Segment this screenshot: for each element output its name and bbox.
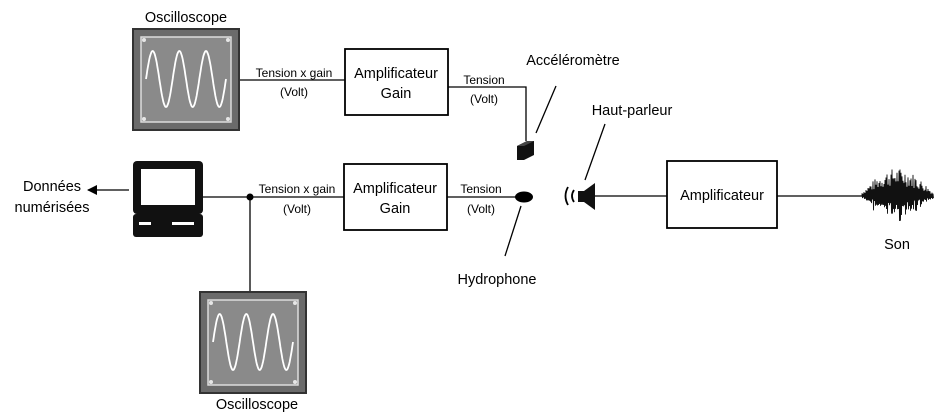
- oscilloscope-bottom: Oscilloscope: [199, 291, 307, 412]
- computer-icon: [133, 161, 203, 237]
- amplifier-gain-top-box: [344, 48, 449, 116]
- tension-bottom-line1: Tension: [460, 182, 501, 196]
- digitized-data-line2: numérisées: [15, 200, 90, 216]
- tension-bottom-line2: (Volt): [467, 202, 495, 216]
- tension-gain-bottom-line1: Tension x gain: [259, 182, 336, 196]
- amplifier: Amplificateur: [666, 160, 778, 229]
- tension-gain-top-line1: Tension x gain: [256, 66, 333, 80]
- oscilloscope-icon: [199, 291, 307, 394]
- amplifier-label: Amplificateur: [680, 188, 764, 204]
- loudspeaker-label: Haut-parleur: [592, 103, 673, 119]
- accelerometer-label: Accéléromètre: [526, 53, 619, 69]
- amplifier-box: [666, 160, 778, 229]
- tension-top-line1: Tension: [463, 73, 504, 87]
- amplifier-gain-top: Amplificateur Gain: [344, 48, 449, 116]
- oscilloscope-bottom-label: Oscilloscope: [216, 397, 298, 412]
- hydrophone-label: Hydrophone: [458, 272, 537, 288]
- wire-amp-accelerometer: [448, 86, 527, 141]
- oscilloscope-top-label: Oscilloscope: [145, 10, 227, 26]
- tension-gain-bottom-line2: (Volt): [283, 202, 311, 216]
- accelerometer-pointer: [535, 85, 557, 134]
- amplifier-gain-bottom: Amplificateur Gain: [343, 163, 448, 231]
- loudspeaker-pointer: [584, 123, 606, 181]
- oscilloscope-top: Oscilloscope: [132, 10, 240, 131]
- amplifier-gain-bottom-box: [343, 163, 448, 231]
- hydrophone-pointer: [504, 205, 522, 257]
- hydrophone-icon: [515, 191, 533, 203]
- amplifier-gain-bottom-line2: Gain: [380, 201, 411, 217]
- amplifier-gain-top-line1: Amplificateur: [354, 66, 438, 82]
- sound-waveform-icon: [861, 169, 934, 222]
- sound-label: Son: [884, 237, 910, 253]
- tension-gain-top-line2: (Volt): [280, 85, 308, 99]
- amplifier-gain-top-line2: Gain: [381, 86, 412, 102]
- tension-top-line2: (Volt): [470, 92, 498, 106]
- accelerometer-icon: [517, 141, 534, 160]
- loudspeaker-icon: [564, 183, 595, 210]
- oscilloscope-icon: [132, 28, 240, 131]
- digitized-data-line1: Données: [23, 179, 81, 195]
- amplifier-gain-bottom-line1: Amplificateur: [353, 181, 437, 197]
